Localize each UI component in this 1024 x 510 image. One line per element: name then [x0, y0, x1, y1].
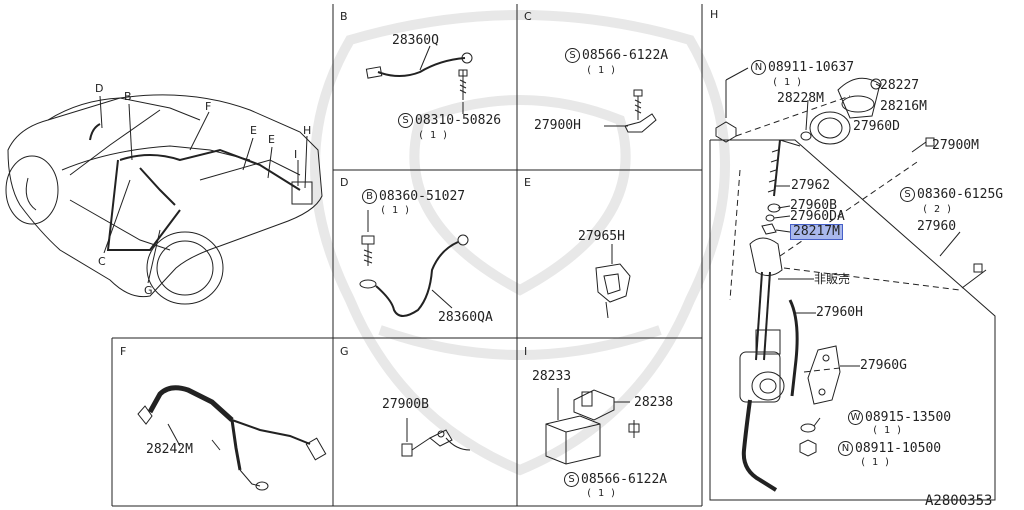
s-prefix-icon: S	[900, 187, 915, 202]
car-callout-g: G	[144, 284, 153, 297]
car-outline	[5, 94, 323, 305]
section-letter-d: D	[340, 176, 349, 189]
part-label-28360q[interactable]: 28360Q	[392, 33, 439, 48]
part-label-27960d[interactable]: 27960D	[853, 119, 900, 134]
part-label-27960b[interactable]: 27960B	[790, 198, 837, 213]
c-bracket-artwork	[604, 89, 657, 133]
part-label-27900b[interactable]: 27900B	[382, 397, 429, 412]
car-callout-e2: E	[268, 133, 275, 146]
part-label-28216m[interactable]: 28216M	[880, 99, 927, 114]
qty-label: ( 1 )	[586, 65, 617, 76]
qty-label: ( 2 )	[922, 204, 953, 215]
b-prefix-icon: B	[362, 189, 377, 204]
part-number-text: 08566-6122A	[582, 48, 669, 63]
qty-label: ( 1 )	[872, 425, 903, 436]
section-letter-h: H	[710, 8, 719, 21]
n-prefix-icon: N	[838, 441, 853, 456]
part-label-27965h[interactable]: 27965H	[578, 229, 625, 244]
f-harness-artwork	[137, 385, 327, 491]
car-callout-d: D	[95, 82, 104, 95]
s-prefix-icon: S	[398, 113, 413, 128]
part-label-27962[interactable]: 27962	[791, 178, 831, 193]
part-label-27900m[interactable]: 27900M	[932, 138, 979, 153]
car-callout-c: C	[98, 255, 106, 268]
part-label-28242m[interactable]: 28242M	[146, 442, 193, 457]
part-label-28217m-highlighted[interactable]: 28217M	[790, 224, 843, 240]
e-clip-artwork	[595, 244, 631, 319]
section-letter-i: I	[524, 345, 528, 358]
part-label-28233[interactable]: 28233	[532, 369, 572, 384]
diagram-code: A2800353	[925, 493, 993, 509]
s-prefix-icon: S	[564, 472, 579, 487]
car-callout-h: H	[303, 124, 312, 137]
section-letter-g: G	[340, 345, 349, 358]
qty-label: ( 1 )	[860, 457, 891, 468]
i-unit-artwork	[545, 388, 640, 465]
qty-label: ( 1 )	[586, 488, 617, 499]
s-prefix-icon: S	[565, 48, 580, 63]
h-antenna-artwork	[715, 67, 987, 492]
part-label-28228m[interactable]: 28228M	[777, 91, 824, 106]
d-cable-artwork	[359, 210, 469, 317]
section-letter-b: B	[340, 10, 348, 23]
qty-label: ( 1 )	[418, 130, 449, 141]
w-prefix-icon: W	[848, 410, 863, 425]
part-label-27960g[interactable]: 27960G	[860, 358, 907, 373]
part-number-text: 08911-10500	[855, 441, 942, 456]
part-number-text: 08360-51027	[379, 189, 466, 204]
part-label-28238[interactable]: 28238	[634, 395, 674, 410]
car-callout-b: B	[124, 90, 132, 103]
car-callout-f: F	[205, 100, 212, 113]
part-label-27960h[interactable]: 27960H	[816, 305, 863, 320]
watermark-emblem	[310, 10, 730, 476]
part-number-text: 08911-10637	[768, 60, 855, 75]
section-letter-e: E	[524, 176, 531, 189]
g-bracket-artwork	[401, 418, 471, 457]
car-callout-e1: E	[250, 124, 257, 137]
section-letter-c: C	[524, 10, 532, 23]
part-label-28227[interactable]: 28227	[880, 78, 920, 93]
part-label-28360qa[interactable]: 28360QA	[438, 310, 493, 325]
qty-label: ( 1 )	[772, 77, 803, 88]
qty-label: ( 1 )	[380, 205, 411, 216]
part-number-text: 08915-13500	[865, 410, 952, 425]
part-number-text: 08566-6122A	[581, 472, 668, 487]
part-label-27900h[interactable]: 27900H	[534, 118, 581, 133]
part-label-27960[interactable]: 27960	[917, 219, 957, 234]
b-cable-artwork	[365, 45, 473, 114]
not-sold-label: 非販売	[814, 272, 851, 286]
car-callout-i: I	[294, 148, 298, 161]
panel-grid	[111, 4, 996, 507]
part-number-text: 08360-6125G	[917, 187, 1004, 202]
section-letter-f: F	[120, 345, 127, 358]
part-number-text: 08310-50826	[415, 113, 502, 128]
n-prefix-icon: N	[751, 60, 766, 75]
part-label-27960da[interactable]: 27960DA	[790, 209, 845, 224]
